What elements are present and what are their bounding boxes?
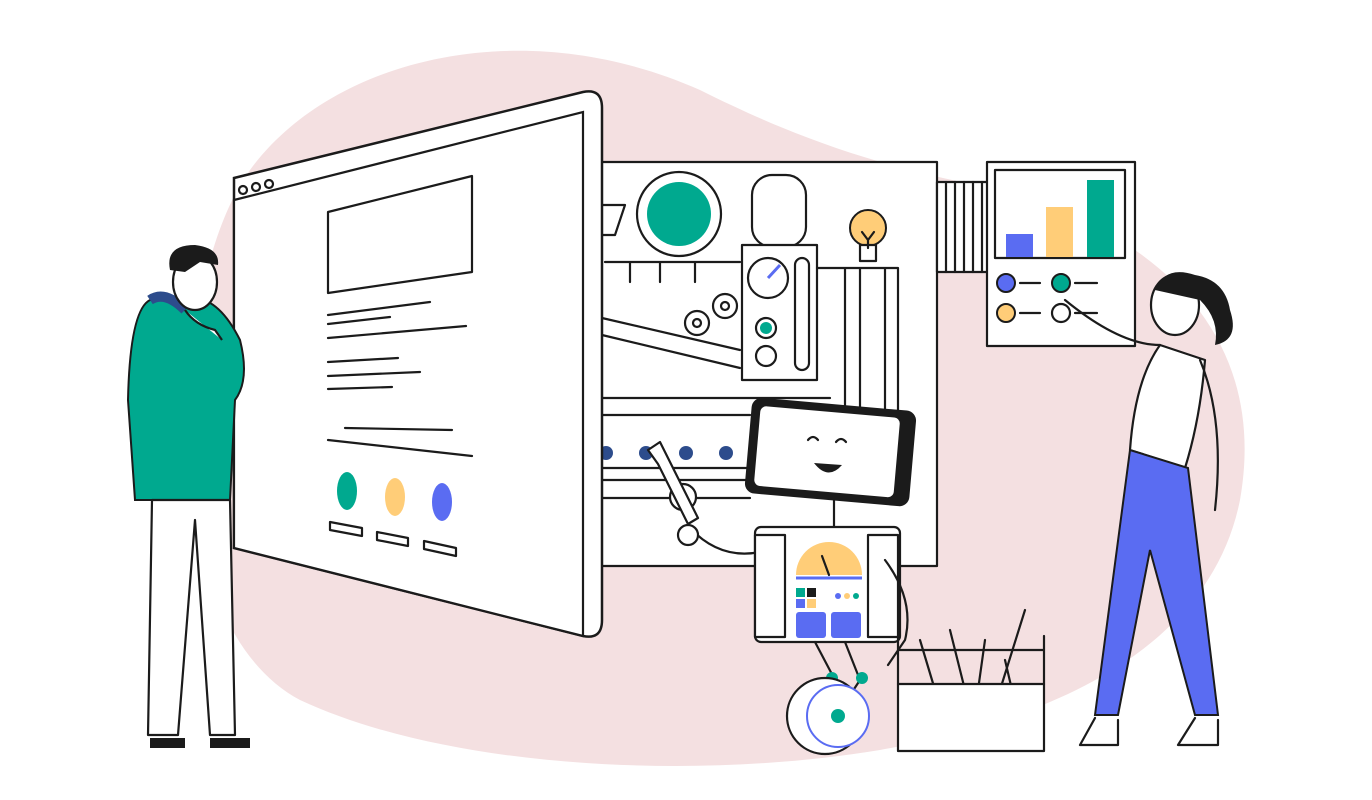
text-lines [326,300,474,458]
bar-chart-panel [985,160,1137,348]
woman-pressing-button [1063,272,1233,747]
option-yellow [385,478,405,516]
control-button-blue [996,273,1016,293]
wrench-icon [646,440,700,526]
option-blue [432,483,452,521]
browser-window [232,90,604,638]
control-button-teal [1051,273,1071,293]
chart-bar-teal [1087,180,1114,257]
lightbulb-icon [849,209,887,263]
robot [646,397,917,756]
machine-panel [598,160,992,568]
image-placeholder [326,174,474,295]
man-thinking [126,245,250,748]
toolbox [896,608,1046,753]
gear-icon [683,292,739,337]
gauge-icon [796,542,862,575]
control-button-yellow [996,303,1016,323]
chart-bar-yellow [1046,207,1073,257]
option-teal [337,472,357,510]
chart-bar-blue [1006,234,1033,257]
window-dots-icon [237,178,275,196]
